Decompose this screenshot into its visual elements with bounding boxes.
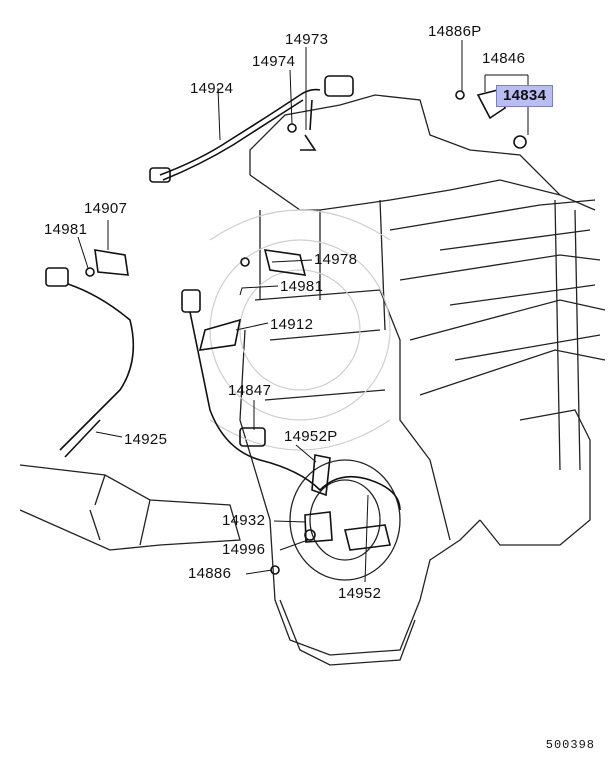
- callout-14981-left: 14981: [44, 221, 88, 238]
- callout-14886P: 14886P: [428, 23, 482, 40]
- callout-14924: 14924: [190, 80, 234, 97]
- callout-14996: 14996: [222, 541, 266, 558]
- callout-14978: 14978: [314, 251, 358, 268]
- callout-14912: 14912: [270, 316, 314, 333]
- callout-14886: 14886: [188, 565, 232, 582]
- callout-14925: 14925: [124, 431, 168, 448]
- callout-14952: 14952: [338, 585, 382, 602]
- engine-block-outline: [19, 94, 606, 666]
- callout-14981-center: 14981: [280, 278, 324, 295]
- diagram-reference-code: 500398: [545, 738, 595, 752]
- callout-14973: 14973: [285, 31, 329, 48]
- callout-14847: 14847: [228, 382, 272, 399]
- leader-lines: [77, 40, 529, 583]
- callout-14846: 14846: [482, 50, 526, 67]
- callout-14952P: 14952P: [284, 428, 338, 445]
- callout-14932: 14932: [222, 512, 266, 529]
- callout-14907: 14907: [84, 200, 128, 217]
- callout-14974: 14974: [252, 53, 296, 70]
- sensor-harnesses: [45, 75, 527, 575]
- callout-14834-highlighted[interactable]: 14834: [496, 85, 554, 107]
